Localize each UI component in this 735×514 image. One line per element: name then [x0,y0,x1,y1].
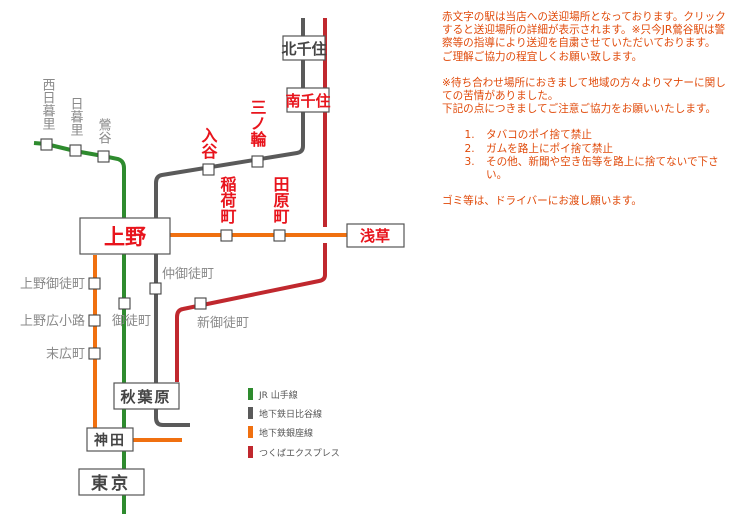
station-naka-okachimachi: 仲御徒町 [162,267,214,282]
station-minowa[interactable]: 三ノ輪 [248,99,267,148]
station-marker-nippori[interactable] [69,144,82,157]
station-ueno-okachimachi: 上野御徒町 [20,277,85,292]
station-marker-minowa[interactable] [251,155,264,168]
notice-panel: 赤文字の駅は当店への送迎場所となっております。クリックすると送迎場所の詳細が表示… [442,11,732,208]
station-marker-tawaramachi[interactable] [273,229,286,242]
station-iriya[interactable]: 入谷 [199,127,218,160]
station-nishinippori: 西日暮里 [40,78,56,130]
station-shin-okachimachi: 新御徒町 [197,315,249,331]
legend-swatch-tsukuba [248,446,253,458]
station-box-kitasenju [282,35,326,61]
notice-thanks: ご理解ご協力の程宜しくお願い致します。 [442,50,643,63]
notice-request: 下記の点につきましてご注意ご協力をお願いいたします。 [442,103,717,116]
station-tawaramachi[interactable]: 田原町 [271,176,290,225]
station-box-tokyo [78,468,145,496]
notice-footer: ゴミ等は、ドライバーにお渡し願います。 [442,195,643,208]
station-box-ueno[interactable] [79,217,171,255]
station-box-kanda [86,427,134,452]
notice-intro: 赤文字の駅は当店への送迎場所となっております。クリックすると送迎場所の詳細が表示… [442,11,726,50]
legend-label-hibiya: 地下鉄日比谷線 [259,408,322,420]
station-box-akihabara [113,382,180,410]
station-marker-suehirocho[interactable] [88,347,101,360]
station-kanda: 神田 [94,432,126,449]
station-marker-naka-okachimachi[interactable] [149,282,162,295]
station-ueno-hirokoji: 上野広小路 [20,313,85,329]
legend-label-jr: JR 山手線 [258,389,298,401]
notice-rules-list: タバコのポイ捨て禁止 ガムを路上にポイ捨て禁止 その他、新聞や空き缶等を路上に捨… [442,129,732,182]
station-minamisenju[interactable]: 南千住 [285,92,330,110]
station-marker-inaricho[interactable] [220,229,233,242]
station-suehirocho: 末広町 [46,347,85,362]
notice-rule: ガムを路上にポイ捨て禁止 [478,143,732,156]
station-asakusa[interactable]: 浅草 [360,227,390,245]
station-kitasenju: 北千住 [281,40,326,58]
station-uguisudani: 鶯谷 [96,118,112,144]
legend-label-tsukuba: つくばエクスプレス [259,448,340,459]
legend-swatch-jr [248,388,253,400]
station-marker-okachimachi[interactable] [118,297,131,310]
notice-rule: タバコのポイ捨て禁止 [478,129,732,142]
station-marker-shin-okachimachi[interactable] [194,297,207,310]
legend: JR 山手線 地下鉄日比谷線 地下鉄銀座線 つくばエクスプレス [248,388,340,459]
notice-rule: その他、新聞や空き缶等を路上に捨てないで下さい。 [478,156,732,182]
station-ueno[interactable]: 上野 [104,225,146,249]
legend-swatch-ginza [248,426,253,438]
station-akihabara: 秋葉原 [120,388,171,406]
notice-complaint: ※待ち合わせ場所におきまして地域の方々よりマナーに関しての苦情がありました。 [442,76,726,103]
station-nippori: 日暮里 [68,97,84,136]
route-map: 北千住 南千住 上野 浅草 秋葉原 神田 東京 三ノ輪 入谷 稲荷町 田原町 西… [20,18,405,514]
legend-label-ginza: 地下鉄銀座線 [259,427,313,439]
station-marker-uguisudani[interactable] [97,150,110,163]
station-marker-ueno-okachimachi[interactable] [88,277,101,290]
legend-swatch-hibiya [248,407,253,419]
line-jr-yamanote [33,141,126,514]
station-tokyo: 東京 [91,473,131,494]
station-box-asakusa[interactable] [346,223,405,248]
station-box-minamisenju[interactable] [286,87,330,113]
station-marker-nishinippori[interactable] [40,138,53,151]
station-okachimachi: 御徒町 [112,314,151,329]
station-marker-ueno-hirokoji[interactable] [88,314,101,327]
station-marker-iriya[interactable] [202,163,215,176]
station-inaricho[interactable]: 稲荷町 [218,175,237,225]
line-hibiya [154,18,305,427]
